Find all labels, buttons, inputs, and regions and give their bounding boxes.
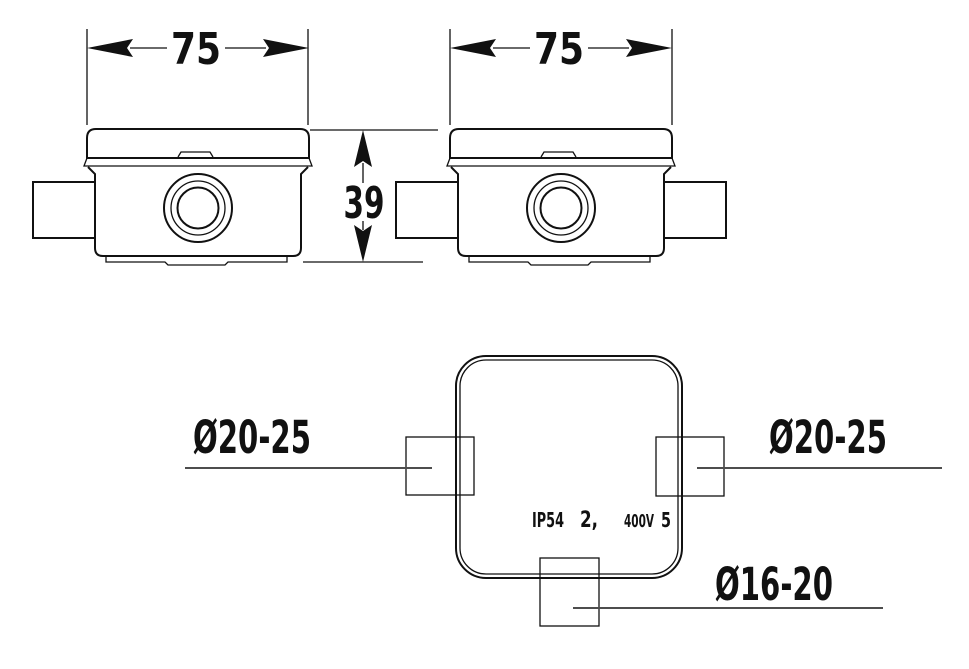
body-foot [468,256,651,266]
callouts: Ø20-25 Ø20-25 Ø16-20 [185,411,942,611]
knockout-right [655,436,725,497]
dimension-width-right-value: 75 [534,24,584,75]
body-outline [87,166,309,257]
gland-circle-outer [163,173,233,243]
lid-flange [83,157,313,167]
dimension-text-halo [341,183,385,221]
arrowhead-right-icon [626,39,672,57]
arrowhead-left-icon [450,39,496,57]
cable-stub-left [395,181,458,239]
dimension-height-value: 39 [344,178,385,229]
side-view-left [32,128,313,266]
arrowhead-left-icon [87,39,133,57]
lid-latch-tab [540,151,577,158]
callout-bottom-label: Ø16-20 [715,558,833,611]
gland-circle-middle [170,180,226,236]
lid-latch-tab [177,151,214,158]
arrowhead-right-icon [263,39,309,57]
knockout-left [405,436,475,496]
gland-circle-middle [533,180,589,236]
side-view-right [395,128,727,266]
dimension-height: 39 [303,129,438,263]
arrowhead-up-icon [354,130,372,167]
dimension-text-halo [531,30,587,67]
dimension-width-left-value: 75 [171,24,221,75]
box-outline-inner [459,359,679,575]
bottom-view: IP54 2, 400V 5 [405,355,725,627]
body-foot [105,256,288,266]
callout-left-label: Ø20-25 [193,411,311,464]
cable-stub-right [664,181,727,239]
callout-right-label: Ø20-25 [769,411,887,464]
gland-circle-outer [526,173,596,243]
cable-stub-left [32,181,95,239]
lid-outline [86,128,310,159]
box-outline-outer [455,355,683,579]
lid-flange [446,157,676,167]
voltage-marking: 400V [624,511,654,532]
arrowhead-down-icon [354,225,372,262]
body-outline [450,166,672,257]
molded-markings: IP54 2, 400V 5 [532,508,671,533]
ip-rating-marking: IP54 [532,508,564,532]
marking-fragment: 5 [661,508,671,532]
dimension-text-halo [168,30,224,67]
dimension-width-left: 75 [86,24,309,125]
dimension-width-right: 75 [449,24,673,125]
knockout-bottom [539,557,600,627]
marking-fragment: 2, [580,508,598,533]
gland-circle-inner [539,186,583,230]
gland-circle-inner [176,186,220,230]
lid-outline [449,128,673,159]
